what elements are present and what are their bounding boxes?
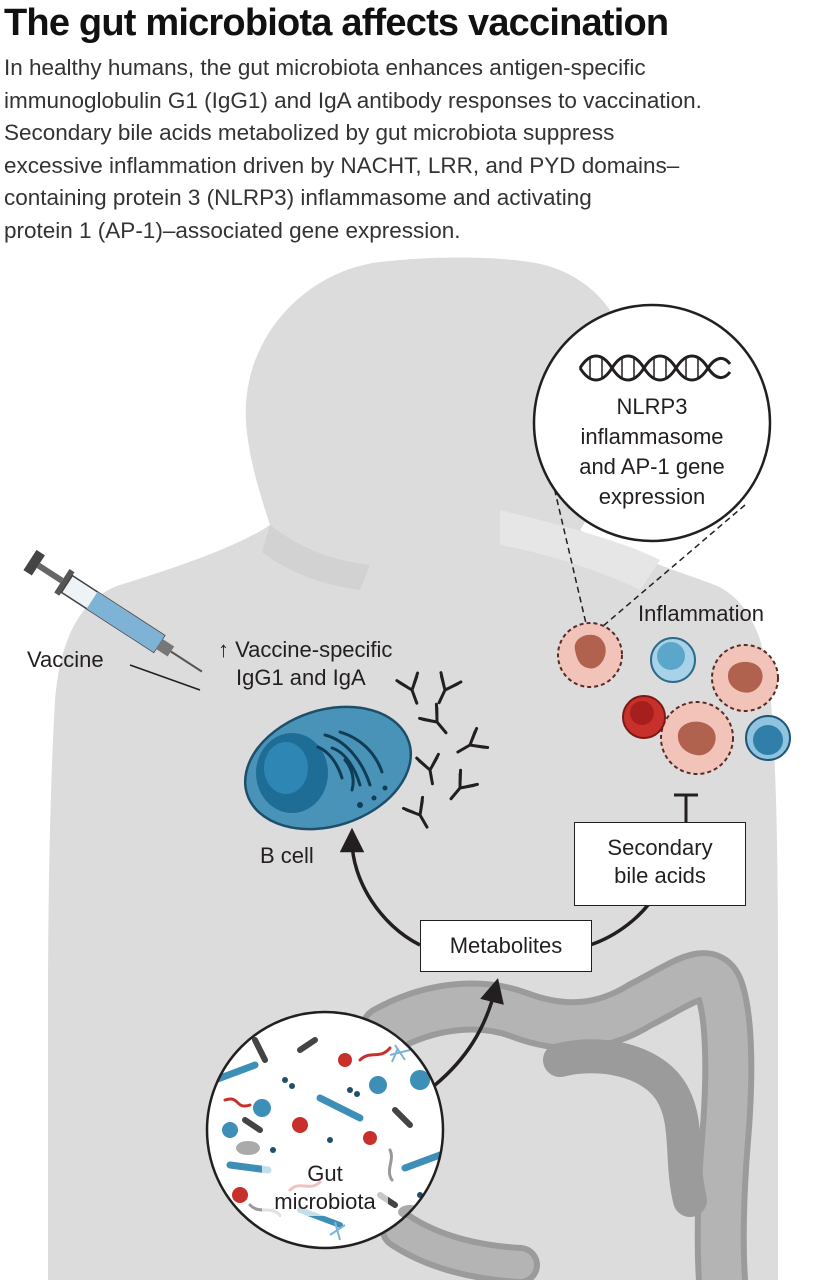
gene-expression-label: NLRP3 inflammasome and AP-1 gene express… xyxy=(562,392,742,512)
gut-microbiota-label: Gut microbiota xyxy=(262,1160,388,1216)
intro-line: excessive inflammation driven by NACHT, … xyxy=(4,152,680,178)
vaccine-specific-line: ↑ Vaccine-specific xyxy=(218,637,393,662)
gene-expression-line: and AP-1 gene xyxy=(579,454,725,479)
vaccine-specific-line: IgG1 and IgA xyxy=(236,665,366,690)
flow-arrows xyxy=(339,827,650,1087)
intro-line: immunoglobulin G1 (IgG1) and IgA antibod… xyxy=(4,87,702,113)
gene-expression-callout xyxy=(532,303,772,633)
intro-line: protein 1 (AP-1)–associated gene express… xyxy=(4,217,461,243)
intro-line: Secondary bile acids metabolized by gut … xyxy=(4,120,615,145)
gene-expression-line: NLRP3 xyxy=(616,394,688,419)
b-cell-label: B cell xyxy=(260,843,314,868)
red-immune-cell xyxy=(622,695,666,739)
secondary-bile-acids-box: Secondary bile acids xyxy=(574,822,746,906)
blue-immune-cell xyxy=(745,715,791,761)
intro-line: In healthy humans, the gut microbiota en… xyxy=(4,55,646,80)
gene-expression-line: inflammasome xyxy=(580,424,724,449)
vaccine-specific-label: ↑ Vaccine-specific IgG1 and IgA xyxy=(218,636,392,692)
vaccine-label: Vaccine xyxy=(27,647,104,672)
vaccine-pointer xyxy=(129,664,201,691)
macrophage-cell xyxy=(557,622,623,688)
secondary-bile-acids-line: bile acids xyxy=(614,863,706,888)
inhibition-line xyxy=(674,793,698,822)
intestine xyxy=(359,950,755,1280)
intro-paragraph: In healthy humans, the gut microbiota en… xyxy=(4,52,829,247)
b-cell xyxy=(243,705,413,831)
gut-microbiota-line: microbiota xyxy=(274,1189,376,1214)
gut-microbiota-line: Gut xyxy=(307,1161,343,1186)
metabolites-label: Metabolites xyxy=(449,933,563,958)
antibodies-icon xyxy=(395,671,490,829)
dna-icon xyxy=(578,354,732,382)
page-title: The gut microbiota affects vaccination xyxy=(4,2,669,44)
macrophage-cell xyxy=(711,644,779,712)
secondary-bile-acids-line: Secondary xyxy=(607,835,713,860)
inflammation-label: Inflammation xyxy=(638,601,764,626)
inflammatory-cells xyxy=(557,622,791,775)
blue-immune-cell xyxy=(650,637,696,683)
syringe-icon xyxy=(23,549,203,673)
intro-line: containing protein 3 (NLRP3) inflammasom… xyxy=(4,185,592,210)
metabolites-box: Metabolites xyxy=(420,920,592,972)
gene-expression-line: expression xyxy=(598,484,706,509)
macrophage-cell xyxy=(660,701,734,775)
